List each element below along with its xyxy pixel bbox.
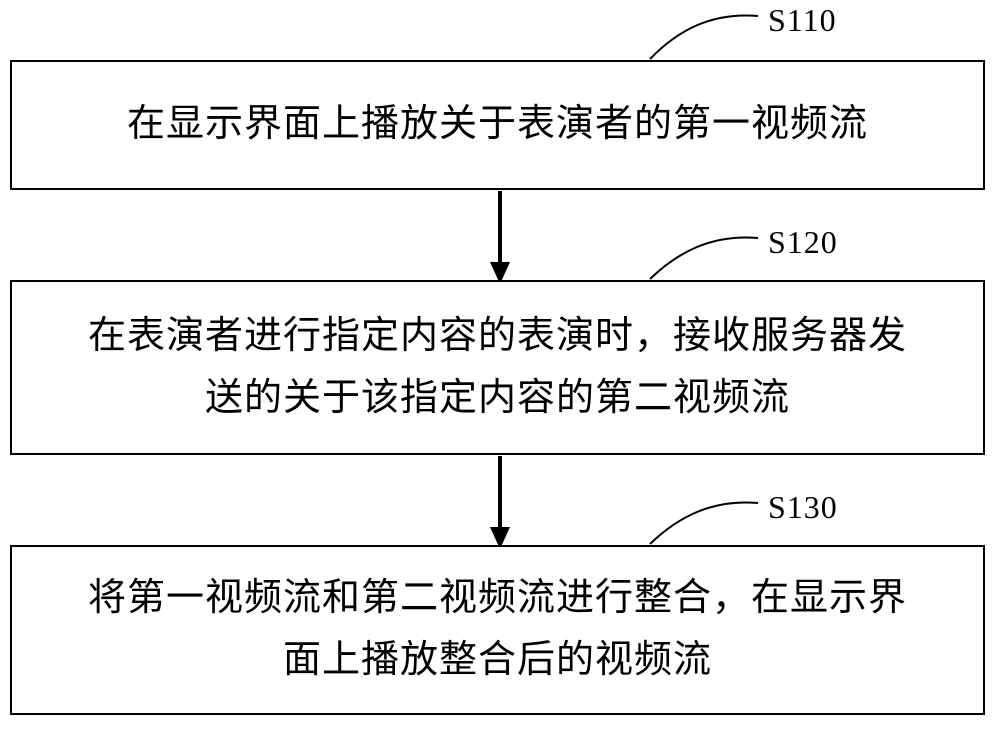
flow-box-s120: 在表演者进行指定内容的表演时，接收服务器发送的关于该指定内容的第二视频流 <box>10 280 985 455</box>
flow-box-s120-text: 在表演者进行指定内容的表演时，接收服务器发送的关于该指定内容的第二视频流 <box>87 314 907 419</box>
step-label-s110: S110 <box>768 2 837 38</box>
leader-line-s110 <box>649 14 759 60</box>
step-label-s130: S130 <box>768 489 838 525</box>
leader-line-s130 <box>649 501 759 545</box>
leader-line-s120 <box>649 236 759 280</box>
flow-box-s130: 将第一视频流和第二视频流进行整合，在显示界面上播放整合后的视频流 <box>10 545 985 715</box>
flow-box-s110-text: 在显示界面上播放关于表演者的第一视频流 <box>126 103 868 146</box>
flow-box-s130-text: 将第一视频流和第二视频流进行整合，在显示界面上播放整合后的视频流 <box>87 577 907 681</box>
flow-box-s110: 在显示界面上播放关于表演者的第一视频流 <box>10 60 985 190</box>
step-label-s120: S120 <box>768 224 838 260</box>
